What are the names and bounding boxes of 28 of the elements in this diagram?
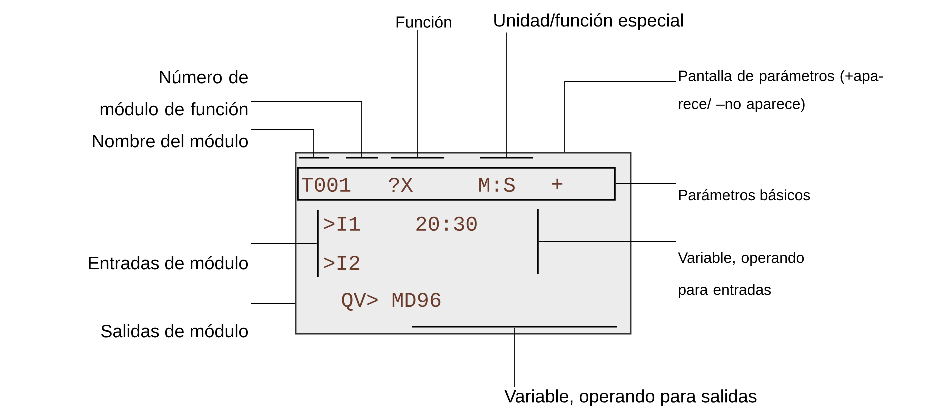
screen-text: >I2: [324, 256, 360, 270]
callout-label: Entradas de módulo: [89, 256, 248, 270]
callout-label: Función: [396, 16, 452, 28]
screen-text: 20:30: [416, 216, 477, 232]
underline-mark: [480, 157, 534, 159]
callout-label: Parámetros básicos: [679, 189, 810, 201]
leader-line: [250, 243, 318, 244]
callout-label: Nombre del módulo: [93, 134, 248, 148]
bracket-mark: [317, 210, 319, 277]
leader-line: [514, 328, 515, 388]
leader-line: [506, 32, 508, 158]
underline-mark: [412, 326, 617, 328]
leader-line: [250, 102, 362, 158]
parameter-row-box: T001 ?X M:S +: [297, 167, 616, 201]
screen-text: >I1: [324, 217, 360, 231]
callout-label: Pantalla de parámetros (+apa- rece/ –no aparece): [679, 70, 883, 112]
underline-mark: [392, 157, 444, 159]
callout-label: Número de módulo de función: [100, 70, 248, 116]
leader-line: [564, 82, 676, 153]
callout-label: Salidas de módulo: [102, 324, 248, 338]
bracket-mark: [537, 210, 539, 274]
leader-line: [250, 130, 314, 158]
callout-label: Variable, operando para salidas: [504, 390, 757, 406]
screen-text: QV> MD96: [342, 292, 441, 311]
callout-label: Unidad/función especial: [494, 14, 684, 30]
underline-mark: [299, 157, 329, 159]
underline-mark: [346, 157, 378, 159]
callout-label: Variable, operando para entradas: [678, 252, 804, 298]
